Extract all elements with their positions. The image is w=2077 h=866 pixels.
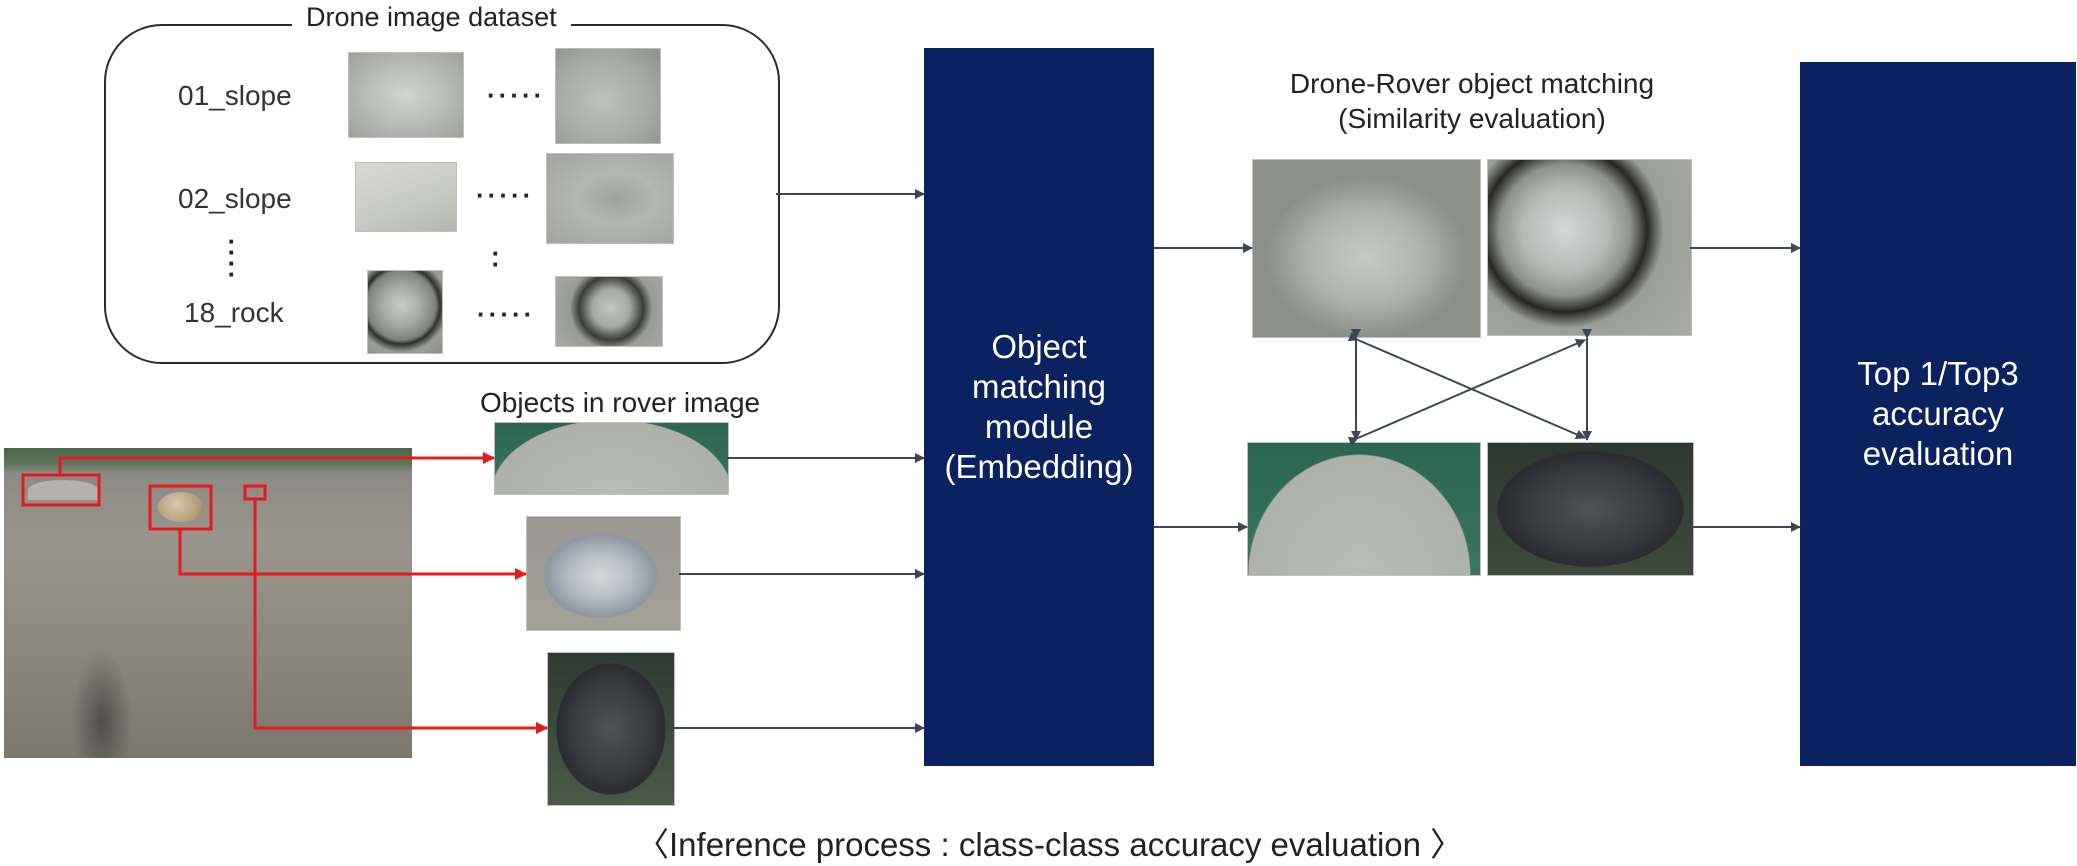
similarity-drone-slope: [1252, 159, 1481, 338]
red-leader-rock-light: [178, 529, 527, 580]
dataset-vertical-ellipsis-left: ····: [227, 226, 237, 289]
similarity-rover-rock: [1487, 442, 1694, 576]
rover-scene-rock: [158, 492, 204, 522]
dataset-ellipsis-row2: ·····: [476, 180, 535, 210]
drone-dataset-title: Drone image dataset: [292, 2, 571, 33]
drone-thumb-slope-2b: [546, 153, 674, 244]
object-matching-module-label: Object matching module (Embedding): [944, 327, 1134, 486]
rover-highlight-rock-light: [148, 484, 213, 531]
dataset-label-18-rock: 18_rock: [184, 297, 284, 328]
dataset-ellipsis-row1: ·····: [487, 80, 546, 110]
match-link-diagonal-up: [1347, 338, 1586, 447]
drone-thumb-slope-2a: [355, 162, 457, 232]
rover-scene-slope: [28, 480, 98, 500]
rover-crop-rock-light: [526, 516, 681, 631]
drone-thumb-rock-a: [367, 270, 443, 354]
rover-crop-slope: [494, 422, 729, 495]
red-leader-rock-dark: [253, 499, 548, 734]
drone-thumb-slope-1b: [555, 48, 661, 144]
accuracy-evaluation-block: Top 1/Top3 accuracy evaluation: [1800, 62, 2076, 766]
object-matching-module: Object matching module (Embedding): [924, 48, 1154, 766]
rover-highlight-rock-dark: [243, 484, 267, 501]
similarity-drone-rock: [1487, 159, 1692, 336]
rover-highlight-slope: [21, 473, 101, 507]
similarity-title: Drone-Rover object matching (Similarity …: [1289, 68, 1655, 134]
accuracy-evaluation-label: Top 1/Top3 accuracy evaluation: [1857, 354, 2019, 473]
figure-caption: 〈Inference process : class-class accurac…: [636, 826, 1464, 863]
drone-thumb-slope-1a: [348, 52, 464, 138]
dataset-label-02-slope: 02_slope: [178, 183, 292, 214]
similarity-rover-slope: [1247, 442, 1481, 576]
red-leader-slope: [58, 452, 495, 475]
rover-objects-title: Objects in rover image: [480, 387, 761, 418]
dataset-ellipsis-row3: ·····: [477, 299, 536, 329]
rover-crop-rock-dark: [547, 652, 675, 806]
drone-thumb-rock-b: [555, 276, 663, 347]
dataset-label-01-slope: 01_slope: [178, 80, 292, 111]
dataset-vertical-ellipsis-right: ··: [491, 238, 501, 279]
